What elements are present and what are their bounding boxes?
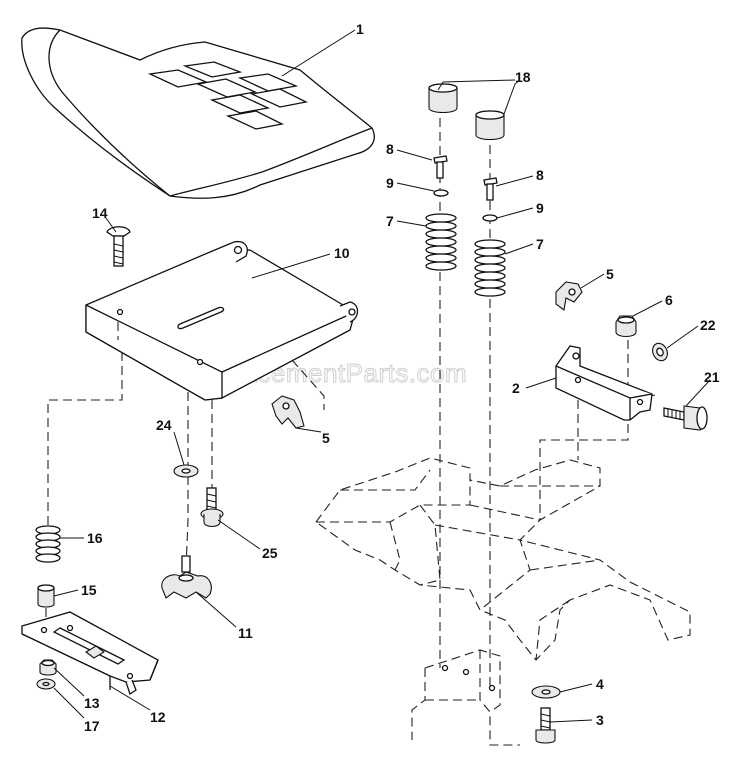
- callout-2: 2: [512, 380, 520, 396]
- washer-9-left: [433, 189, 449, 197]
- callout-9-right: 9: [536, 200, 544, 216]
- screw-8-left: [433, 155, 448, 179]
- leader-lines: [53, 29, 711, 723]
- callout-8-left: 8: [386, 141, 394, 157]
- callout-4: 4: [596, 676, 604, 692]
- screw-8-right: [483, 177, 498, 201]
- shoulder-bolt-21-part: [663, 405, 708, 431]
- seat-pan-part: [85, 240, 359, 401]
- clip-5-upper: [555, 281, 583, 311]
- callout-numbers: 1 18 8 9 7 8 9 7 14 10 5 6 22 2 21 5 24 …: [81, 21, 720, 734]
- callout-25: 25: [262, 545, 278, 561]
- knob-11-part: [161, 555, 212, 599]
- nut-13-part: [39, 659, 57, 676]
- bumper-18-right: [475, 110, 505, 141]
- clip-5-lower: [271, 395, 305, 429]
- callout-16: 16: [87, 530, 103, 546]
- callout-13: 13: [84, 695, 100, 711]
- spring-16-part: [35, 525, 61, 563]
- callout-14: 14: [92, 205, 108, 221]
- washer-22-part: [652, 342, 668, 362]
- flange-bolt-25-part: [200, 487, 224, 528]
- callout-17: 17: [84, 718, 100, 734]
- callout-15: 15: [81, 582, 97, 598]
- callout-9-left: 9: [386, 175, 394, 191]
- nut-6-part: [615, 315, 637, 338]
- washer-17-part: [36, 678, 56, 690]
- callout-18: 18: [515, 69, 531, 85]
- callout-7-left: 7: [386, 213, 394, 229]
- hex-bolt-3-part: [535, 707, 556, 744]
- callout-1: 1: [356, 21, 364, 37]
- callout-24: 24: [156, 417, 172, 433]
- frame-outline: [315, 457, 691, 661]
- callout-6: 6: [665, 292, 673, 308]
- callout-5-lower: 5: [322, 430, 330, 446]
- callout-22: 22: [700, 317, 716, 333]
- washer-4-part: [531, 685, 561, 699]
- carriage-bolt-part: [106, 226, 131, 267]
- spring-7-left: [425, 213, 457, 271]
- callout-7-right: 7: [536, 236, 544, 252]
- seat-part: [21, 27, 375, 199]
- slide-plate-12-part: [21, 611, 159, 696]
- callout-3: 3: [596, 712, 604, 728]
- washer-24-part: [173, 464, 199, 478]
- callout-21: 21: [704, 369, 720, 385]
- washer-9-right: [482, 214, 498, 222]
- callout-8-right: 8: [536, 167, 544, 183]
- seat-bracket-part: [555, 345, 653, 421]
- callout-11: 11: [238, 625, 253, 641]
- callout-5-upper: 5: [606, 266, 614, 282]
- lower-bracket-outline: [411, 649, 520, 746]
- callout-10: 10: [334, 245, 350, 261]
- callout-12: 12: [150, 709, 166, 725]
- seat-panels: [147, 61, 309, 130]
- spring-7-right: [474, 239, 506, 297]
- bumper-18-left: [428, 83, 458, 114]
